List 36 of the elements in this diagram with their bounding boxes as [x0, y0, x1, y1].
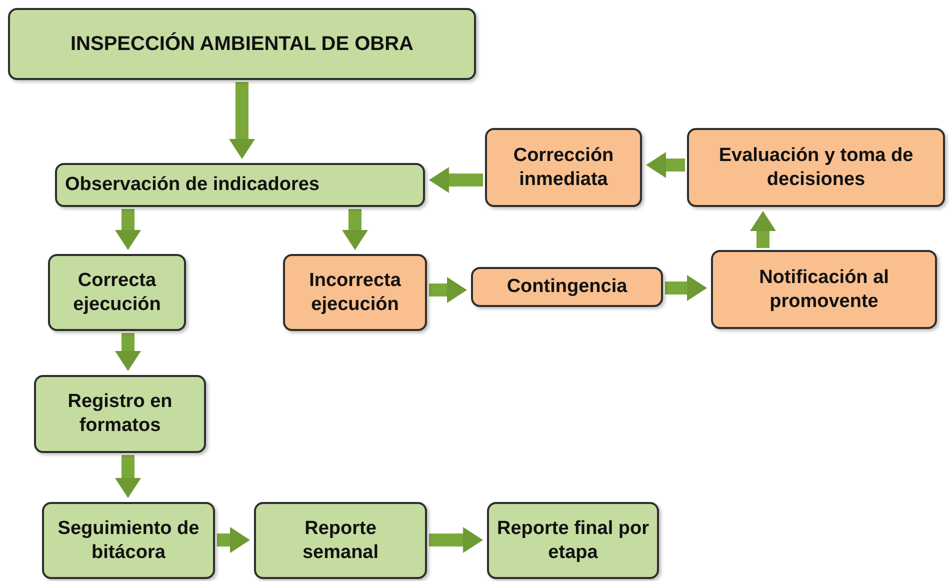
- box-label: Correcta ejecución: [72, 268, 162, 316]
- block-arrow: [342, 209, 368, 250]
- process-box: [711, 250, 937, 329]
- process-box: [55, 163, 425, 207]
- process-box: [687, 128, 945, 207]
- process-box: [48, 254, 186, 331]
- box-label: Registro en formatos: [66, 390, 174, 438]
- box-label: Incorrecta ejecución: [308, 268, 402, 316]
- block-arrow: [429, 277, 467, 303]
- box-label: Observación de indicadores: [65, 173, 320, 197]
- box-label: Reporte final por etapa: [497, 516, 649, 564]
- process-box: [34, 375, 206, 453]
- block-arrow: [115, 455, 141, 498]
- process-box: [283, 254, 427, 331]
- box-label: INSPECCIÓN AMBIENTAL DE OBRA: [70, 32, 414, 56]
- block-arrow: [217, 527, 250, 553]
- box-label: Evaluación y toma de decisiones: [718, 144, 914, 192]
- process-box: [471, 267, 663, 307]
- box-label: Seguimiento de bitácora: [56, 516, 200, 564]
- block-arrow: [429, 167, 483, 193]
- block-arrow: [115, 209, 141, 250]
- box-label: Corrección inmediata: [512, 144, 615, 192]
- box-label: Notificación al promovente: [758, 266, 890, 314]
- box-label: Reporte semanal: [301, 516, 380, 564]
- block-arrow: [429, 527, 483, 553]
- process-box: [42, 502, 215, 579]
- process-box: [485, 128, 642, 207]
- block-arrow: [750, 211, 776, 248]
- block-arrow: [646, 152, 685, 178]
- box-label: Contingencia: [506, 275, 628, 299]
- block-arrow: [665, 275, 707, 301]
- process-box: [8, 8, 476, 80]
- process-box: [487, 502, 659, 579]
- block-arrow: [229, 82, 255, 159]
- block-arrow: [115, 333, 141, 371]
- process-box: [254, 502, 427, 579]
